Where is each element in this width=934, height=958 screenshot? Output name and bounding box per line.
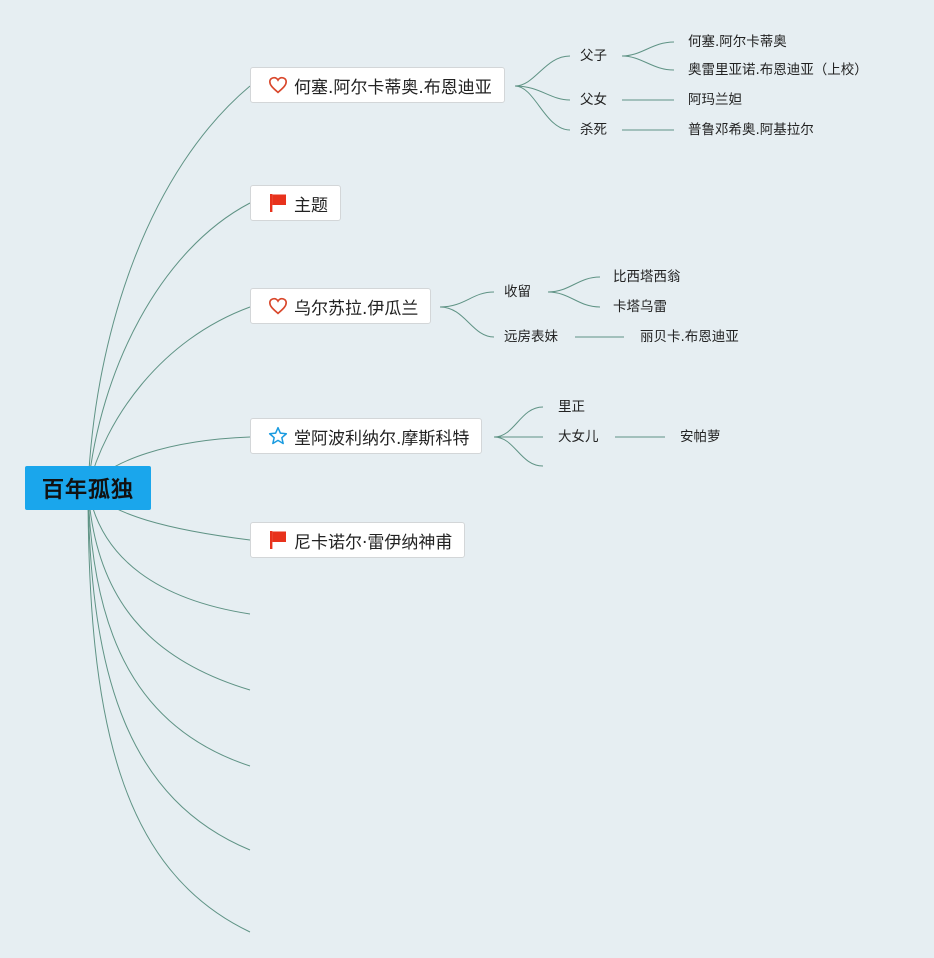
relation-label[interactable]: 大女儿 (558, 429, 599, 445)
red-flag-icon (267, 192, 289, 214)
t1-rel-link-2 (514, 85, 571, 101)
relation-label[interactable]: 父子 (580, 48, 607, 64)
t3-person-link-1 (547, 276, 601, 293)
topic-apolinar-moscote[interactable]: 堂阿波利纳尔.摩斯科特 (250, 418, 483, 454)
root-branch-2 (87, 202, 251, 489)
root-branch-10 (87, 487, 251, 933)
t3-person-link-2 (547, 291, 601, 308)
relation-label[interactable]: 远房表妹 (504, 329, 558, 345)
person-label[interactable]: 何塞.阿尔卡蒂奥 (688, 34, 787, 50)
root-branch-3 (87, 306, 251, 489)
topic-label: 何塞.阿尔卡蒂奥.布恩迪亚 (294, 77, 492, 98)
person-label[interactable]: 丽贝卡.布恩迪亚 (640, 329, 739, 345)
person-label[interactable]: 普鲁邓希奥.阿基拉尔 (688, 122, 814, 138)
root-branch-1 (87, 85, 251, 489)
red-flag-icon (267, 529, 289, 551)
t1-person-link-1 (621, 41, 675, 57)
heart-icon (267, 74, 289, 96)
relation-label[interactable]: 父女 (580, 92, 607, 108)
topic-label: 主题 (294, 195, 328, 216)
topic-ursula-iguaran[interactable]: 乌尔苏拉.伊瓜兰 (250, 288, 432, 324)
t3-rel-link-1 (439, 291, 495, 308)
topic-jose-arcadio-buendia[interactable]: 何塞.阿尔卡蒂奥.布恩迪亚 (250, 67, 505, 103)
person-label[interactable]: 安帕萝 (680, 429, 721, 445)
t3-rel-link-2 (439, 306, 495, 338)
root-topic[interactable]: 百年孤独 (25, 466, 151, 510)
t4-rel-link-1 (493, 406, 544, 438)
t1-person-link-2 (621, 55, 675, 71)
person-label[interactable]: 比西塔西翁 (613, 269, 681, 285)
topic-label: 堂阿波利纳尔.摩斯科特 (294, 428, 470, 449)
relation-label[interactable]: 杀死 (580, 122, 607, 138)
root-label: 百年孤独 (41, 478, 134, 503)
relation-label[interactable]: 里正 (558, 399, 585, 415)
topic-theme[interactable]: 主题 (250, 185, 341, 221)
topic-nicanor-reyna[interactable]: 尼卡诺尔·雷伊纳神甫 (250, 522, 466, 558)
root-branch-9 (87, 487, 251, 851)
topic-label: 尼卡诺尔·雷伊纳神甫 (294, 532, 453, 553)
person-label[interactable]: 卡塔乌雷 (613, 299, 667, 315)
root-branch-8 (87, 487, 251, 767)
t1-rel-link-3 (514, 85, 571, 131)
root-branch-7 (87, 487, 251, 691)
t1-rel-link-1 (514, 55, 571, 87)
heart-icon (267, 295, 289, 317)
t4-rel-link-3 (493, 436, 544, 467)
relation-label[interactable]: 收留 (504, 284, 531, 300)
person-label[interactable]: 阿玛兰妲 (688, 92, 742, 108)
star-icon (267, 425, 289, 447)
root-branch-6 (87, 487, 251, 615)
person-label[interactable]: 奥雷里亚诺.布恩迪亚（上校） (688, 62, 868, 78)
topic-label: 乌尔苏拉.伊瓜兰 (294, 298, 419, 319)
